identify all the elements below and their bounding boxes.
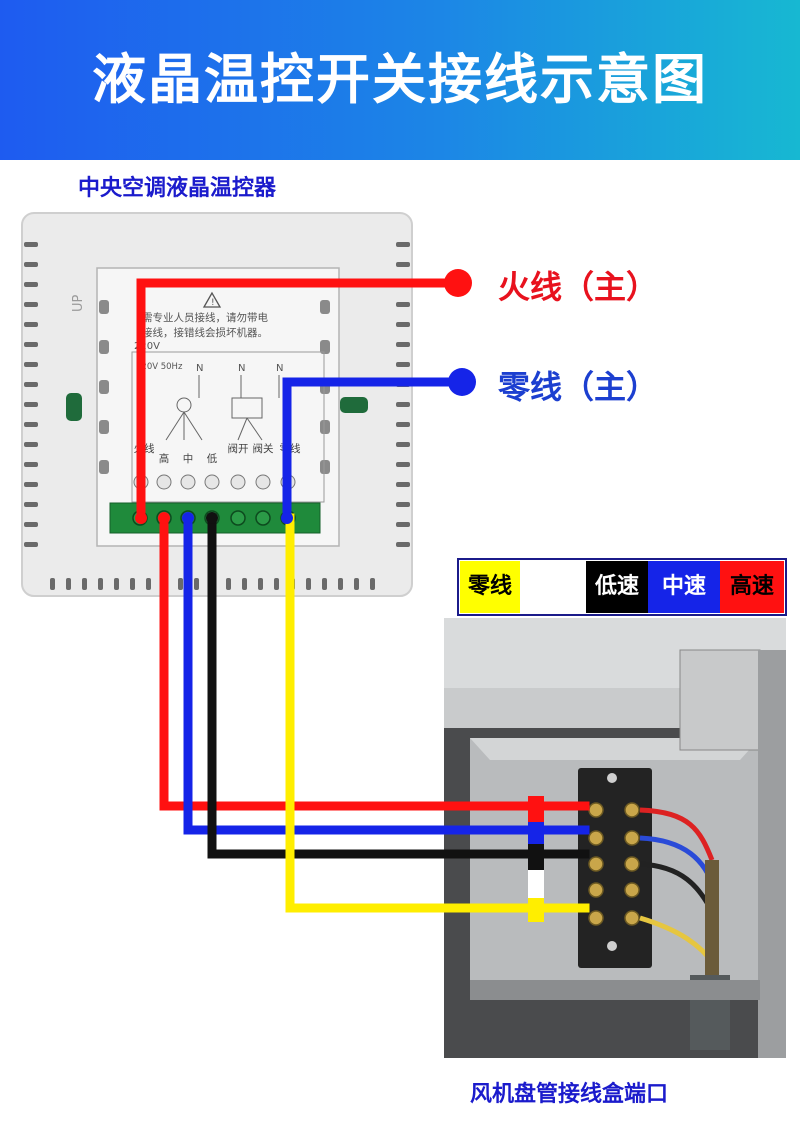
neutral-wire-label: 零线（主） [498,368,659,406]
high-speed-wire [159,513,590,811]
terminal-name-medium: 中 [183,452,194,465]
diagram-mark-n2: N [238,363,245,374]
neutral-wire-endpoint [448,368,476,396]
live-wire-label: 火线（主） [498,268,659,306]
terminal-name-valve-close: 阀关 [253,442,274,455]
fan-wires [136,278,590,913]
low-speed-wire [207,513,590,859]
terminal-name-valve-open: 阀开 [228,442,249,455]
indicator-left [66,393,82,421]
thermostat-terminal-dots [135,512,293,524]
warning-line-1: 需专业人员接线，请勿带电 [142,311,268,324]
inner-vent-slots [99,300,330,474]
fan-terminal-strip [578,768,652,968]
medium-speed-wire [183,513,590,835]
warning-panel: ! 需专业人员接线，请勿带电 接线，接错线会损坏机器。 220V 220V 50… [131,291,325,503]
live-wire-endpoint [444,269,472,297]
diagram-mark-n1: N [196,363,203,374]
vent-slots-left [24,242,38,547]
legend-low-speed: 低速 [586,561,648,613]
legend-medium-speed: 中速 [648,561,720,613]
fan-neutral-wire [285,513,590,913]
legend-neutral: 零线 [460,561,520,613]
neutral-wire-main [282,377,467,523]
legend-high-speed: 高速 [720,561,784,613]
warning-line-2: 接线，接错线会损坏机器。 [142,326,268,339]
warning-icon [202,291,222,308]
indicator-right [340,397,368,413]
diagram-mark-n3: N [276,363,283,374]
title-banner: 液晶温控开关接线示意图 [0,0,800,160]
terminal-name-low: 低 [207,452,218,465]
color-legend-frame [457,558,787,616]
svg-text:!: ! [211,298,215,308]
voltage-label: 220V [134,341,160,352]
thermostat-unit: UP ! 需专业人员接线，请勿带电 接线，接错线会损坏机器。 220V 220V… [21,212,413,597]
terminal-name-high: 高 [159,452,170,465]
wire-color-markers [528,796,544,922]
junction-box-label: 风机盘管接线盒端口 [470,1082,669,1107]
up-mark: UP [71,294,86,312]
junction-box-photo [444,618,786,1058]
legend-blank [520,561,586,613]
page-title: 液晶温控开关接线示意图 [92,48,708,111]
live-wire-main [136,278,463,523]
rating-label: 220V 50Hz [136,362,183,372]
thermostat-label: 中央空调液晶温控器 [78,176,277,201]
